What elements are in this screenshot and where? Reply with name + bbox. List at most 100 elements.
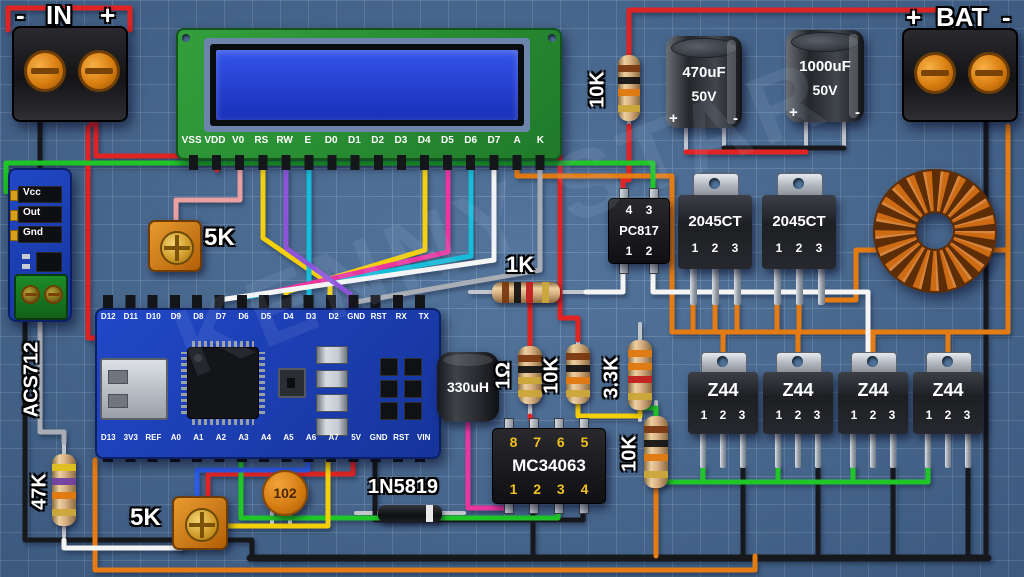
in-label: IN (46, 0, 72, 30)
lcd-pin-label: D3 (394, 135, 408, 146)
terminal-screw (914, 52, 956, 94)
to220-leg (850, 434, 856, 468)
salmon-wire (173, 167, 243, 223)
label-1k: 1K (506, 252, 535, 277)
label-10k-low: 10K (618, 435, 641, 472)
nano-pin-label: D2 (328, 312, 339, 321)
to220-leg (734, 269, 741, 305)
mosfet-name: Z44 (857, 380, 889, 400)
rectifier-2045ct-2: 2045CT 1 2 3 (762, 195, 836, 269)
acs712-pin-label: Out (18, 206, 62, 223)
resistor-10k-low (644, 416, 668, 488)
label-5k-pot2: 5K (130, 504, 161, 531)
capacitor-1000uf: 1000uF 50V + - (786, 30, 864, 122)
mosfet-z44-2: Z44 1 2 3 (763, 372, 833, 434)
to220-leg (925, 434, 931, 468)
lcd-pin-label: D4 (417, 135, 431, 146)
nano-pin-label: 3V3 (123, 433, 138, 442)
nano-icsp-pin (404, 358, 422, 376)
terminal-screw (21, 285, 40, 304)
lcd-pin-header (189, 155, 550, 170)
to220-leg (775, 434, 781, 468)
optocoupler-pc817: 4 3 PC817 1 2 (608, 198, 670, 264)
header-pin (10, 210, 18, 221)
acs712-label: ACS712 (20, 341, 43, 418)
battery-terminal-block (902, 28, 1018, 122)
mosfet-z44-3: Z44 1 2 3 (838, 372, 908, 434)
lcd-pin-label: K (536, 135, 544, 146)
nano-icsp-pin (380, 380, 398, 398)
to220-leg (965, 434, 971, 468)
usb-slot (108, 370, 128, 384)
chip-pins (192, 419, 254, 425)
bat-minus-label: - (1002, 2, 1011, 32)
nano-pin-label: GND (369, 433, 388, 442)
acs712-pin-label: Vcc (18, 186, 62, 203)
nano-pin-label: A3 (238, 433, 249, 442)
lcd-pin-label: D0 (324, 135, 338, 146)
nano-pin-label: D6 (238, 312, 249, 321)
header-pin (10, 190, 18, 201)
nano-pin-label: D8 (193, 312, 204, 321)
mosfet-pin-numbers: 1 2 3 (925, 408, 971, 422)
nano-usb-connector (100, 358, 168, 420)
lcd-pin-label: VDD (204, 135, 226, 146)
resistor-1ohm (518, 346, 542, 404)
capacitor-top (791, 32, 859, 52)
usb-slot (108, 394, 128, 408)
nano-top-header (103, 295, 430, 309)
rectifier-name: 2045CT (772, 213, 826, 230)
nano-pin-label: TX (418, 312, 429, 321)
potentiometer-5k-1 (148, 220, 202, 272)
lcd-pin-label: A (513, 135, 521, 146)
polarity-stripe (727, 40, 736, 124)
nano-pin-label: A0 (170, 433, 181, 442)
inductor-value: 330uH (446, 379, 490, 395)
mounting-hole (867, 356, 878, 367)
nano-pin-label: A7 (328, 433, 339, 442)
mosfet-name: Z44 (707, 380, 739, 400)
mounting-hole (548, 34, 556, 42)
to220-leg (720, 434, 726, 468)
rectifier-pin-numbers: 1 2 3 (691, 241, 739, 255)
nano-mcu-chip (181, 341, 265, 425)
nano-top-pin-labels: D12 D11 D10 D9 D8 D7 D6 D5 D4 D3 D2 GND … (97, 312, 435, 323)
smd-component (22, 254, 30, 259)
label-1n5819: 1N5819 (368, 476, 439, 498)
terminal-screw (78, 50, 120, 92)
to220-leg (815, 434, 821, 468)
capacitor-voltage: 50V (691, 88, 717, 104)
chip-pins (192, 341, 254, 347)
mosfet-pin-numbers: 1 2 3 (700, 408, 746, 422)
minus-mark: - (855, 104, 860, 121)
in-minus-label: - (16, 0, 25, 30)
label-10k-top: 10K (586, 71, 609, 108)
nano-icsp-pin (404, 402, 422, 420)
chip-pins (181, 352, 187, 414)
lcd-pin-labels: VSS VDD V0 RS RW E D0 D1 D2 D3 D4 D5 D6 … (180, 135, 552, 151)
mosfet-pin-numbers: 1 2 3 (850, 408, 896, 422)
nano-smd-component (316, 394, 348, 412)
plus-mark: + (789, 104, 798, 121)
nano-pin-label: GND (347, 312, 365, 321)
nano-pin-label: D12 (100, 312, 116, 321)
nano-pin-label: A4 (260, 433, 272, 442)
ic-name: PC817 (619, 223, 659, 238)
nano-pin-label: D10 (145, 312, 161, 321)
nano-icsp-pin (380, 402, 398, 420)
rectifier-2045ct-1: 2045CT 1 2 3 (678, 195, 752, 269)
nano-icsp-pin (404, 380, 422, 398)
ic-pin-numbers: 1 2 (625, 244, 653, 258)
acs712-pin-label: Gnd (18, 226, 62, 243)
lcd-pin-label: D5 (440, 135, 454, 146)
lcd-pin-label: D1 (347, 135, 361, 146)
input-terminal-block (12, 26, 128, 122)
capacitor-value: 1000uF (799, 58, 851, 75)
to220-leg (945, 434, 951, 468)
nano-pin-label: REF (145, 433, 162, 442)
rectifier-pin-numbers: 1 2 3 (775, 241, 823, 255)
to220-leg (870, 434, 876, 468)
to220-leg (712, 269, 719, 305)
chip-dot (194, 354, 202, 362)
nano-pin-label: A6 (305, 433, 317, 442)
